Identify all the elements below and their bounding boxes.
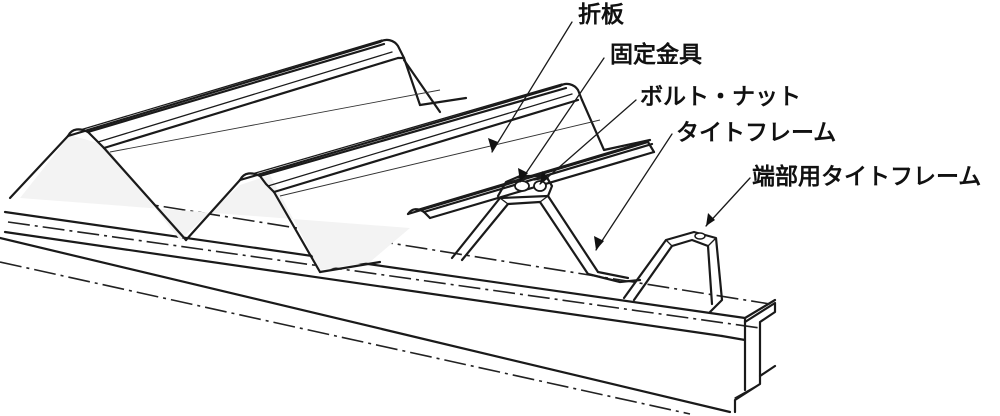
tight-frame — [450, 194, 642, 284]
label-end-tight-frame: 端部用タイトフレーム — [752, 163, 981, 190]
leader-lines — [488, 21, 751, 251]
steel-beam — [0, 172, 777, 415]
label-folded-plate: 折板 — [578, 2, 625, 28]
folded-plate — [8, 38, 656, 274]
label-bolt-nut: ボルト・ナット — [640, 84, 801, 110]
fixing-bracket — [496, 174, 554, 198]
label-tight-frame: タイトフレーム — [676, 120, 836, 146]
label-fixing-bracket: 固定金具 — [610, 41, 702, 68]
end-tight-frame — [622, 230, 724, 314]
